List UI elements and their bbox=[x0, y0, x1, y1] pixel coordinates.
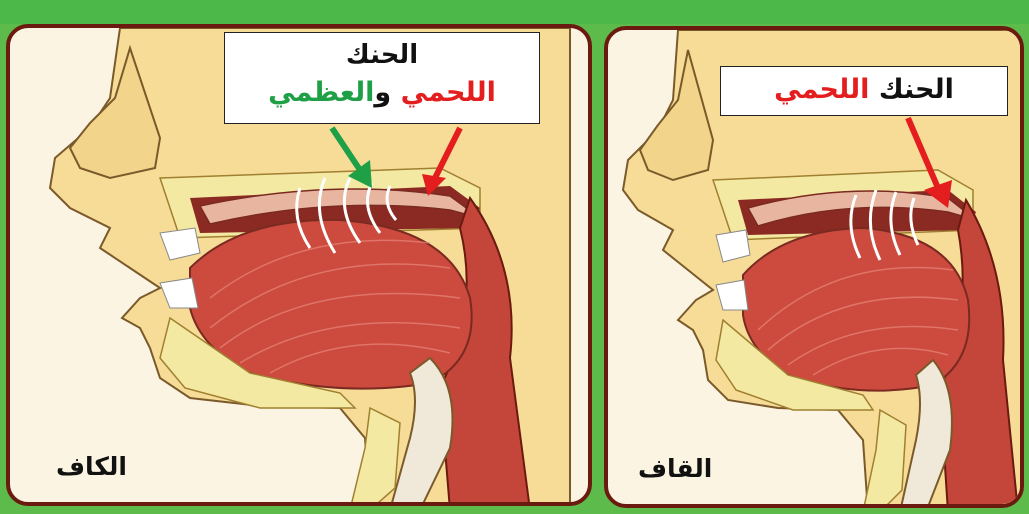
kaf-panel: الحنك اللحمي والعظمي الكاف bbox=[6, 24, 592, 506]
qaf-panel: الحنك اللحمي القاف bbox=[604, 26, 1024, 508]
kaf-palate-title: الحنك bbox=[225, 37, 539, 73]
kaf-soft-palate-text: اللحمي bbox=[401, 77, 496, 108]
kaf-and-text: و bbox=[374, 77, 391, 108]
qaf-soft-palate-text: اللحمي bbox=[774, 74, 869, 105]
qaf-palate-title: الحنك bbox=[879, 74, 954, 105]
kaf-hard-palate-text: العظمي bbox=[268, 77, 374, 108]
kaf-palate-label: الحنك اللحمي والعظمي bbox=[224, 32, 540, 124]
qaf-letter-label: القاف bbox=[638, 454, 712, 483]
qaf-palate-label: الحنك اللحمي bbox=[720, 66, 1008, 116]
top-green-bar bbox=[0, 0, 1029, 24]
kaf-letter-label: الكاف bbox=[56, 452, 127, 481]
